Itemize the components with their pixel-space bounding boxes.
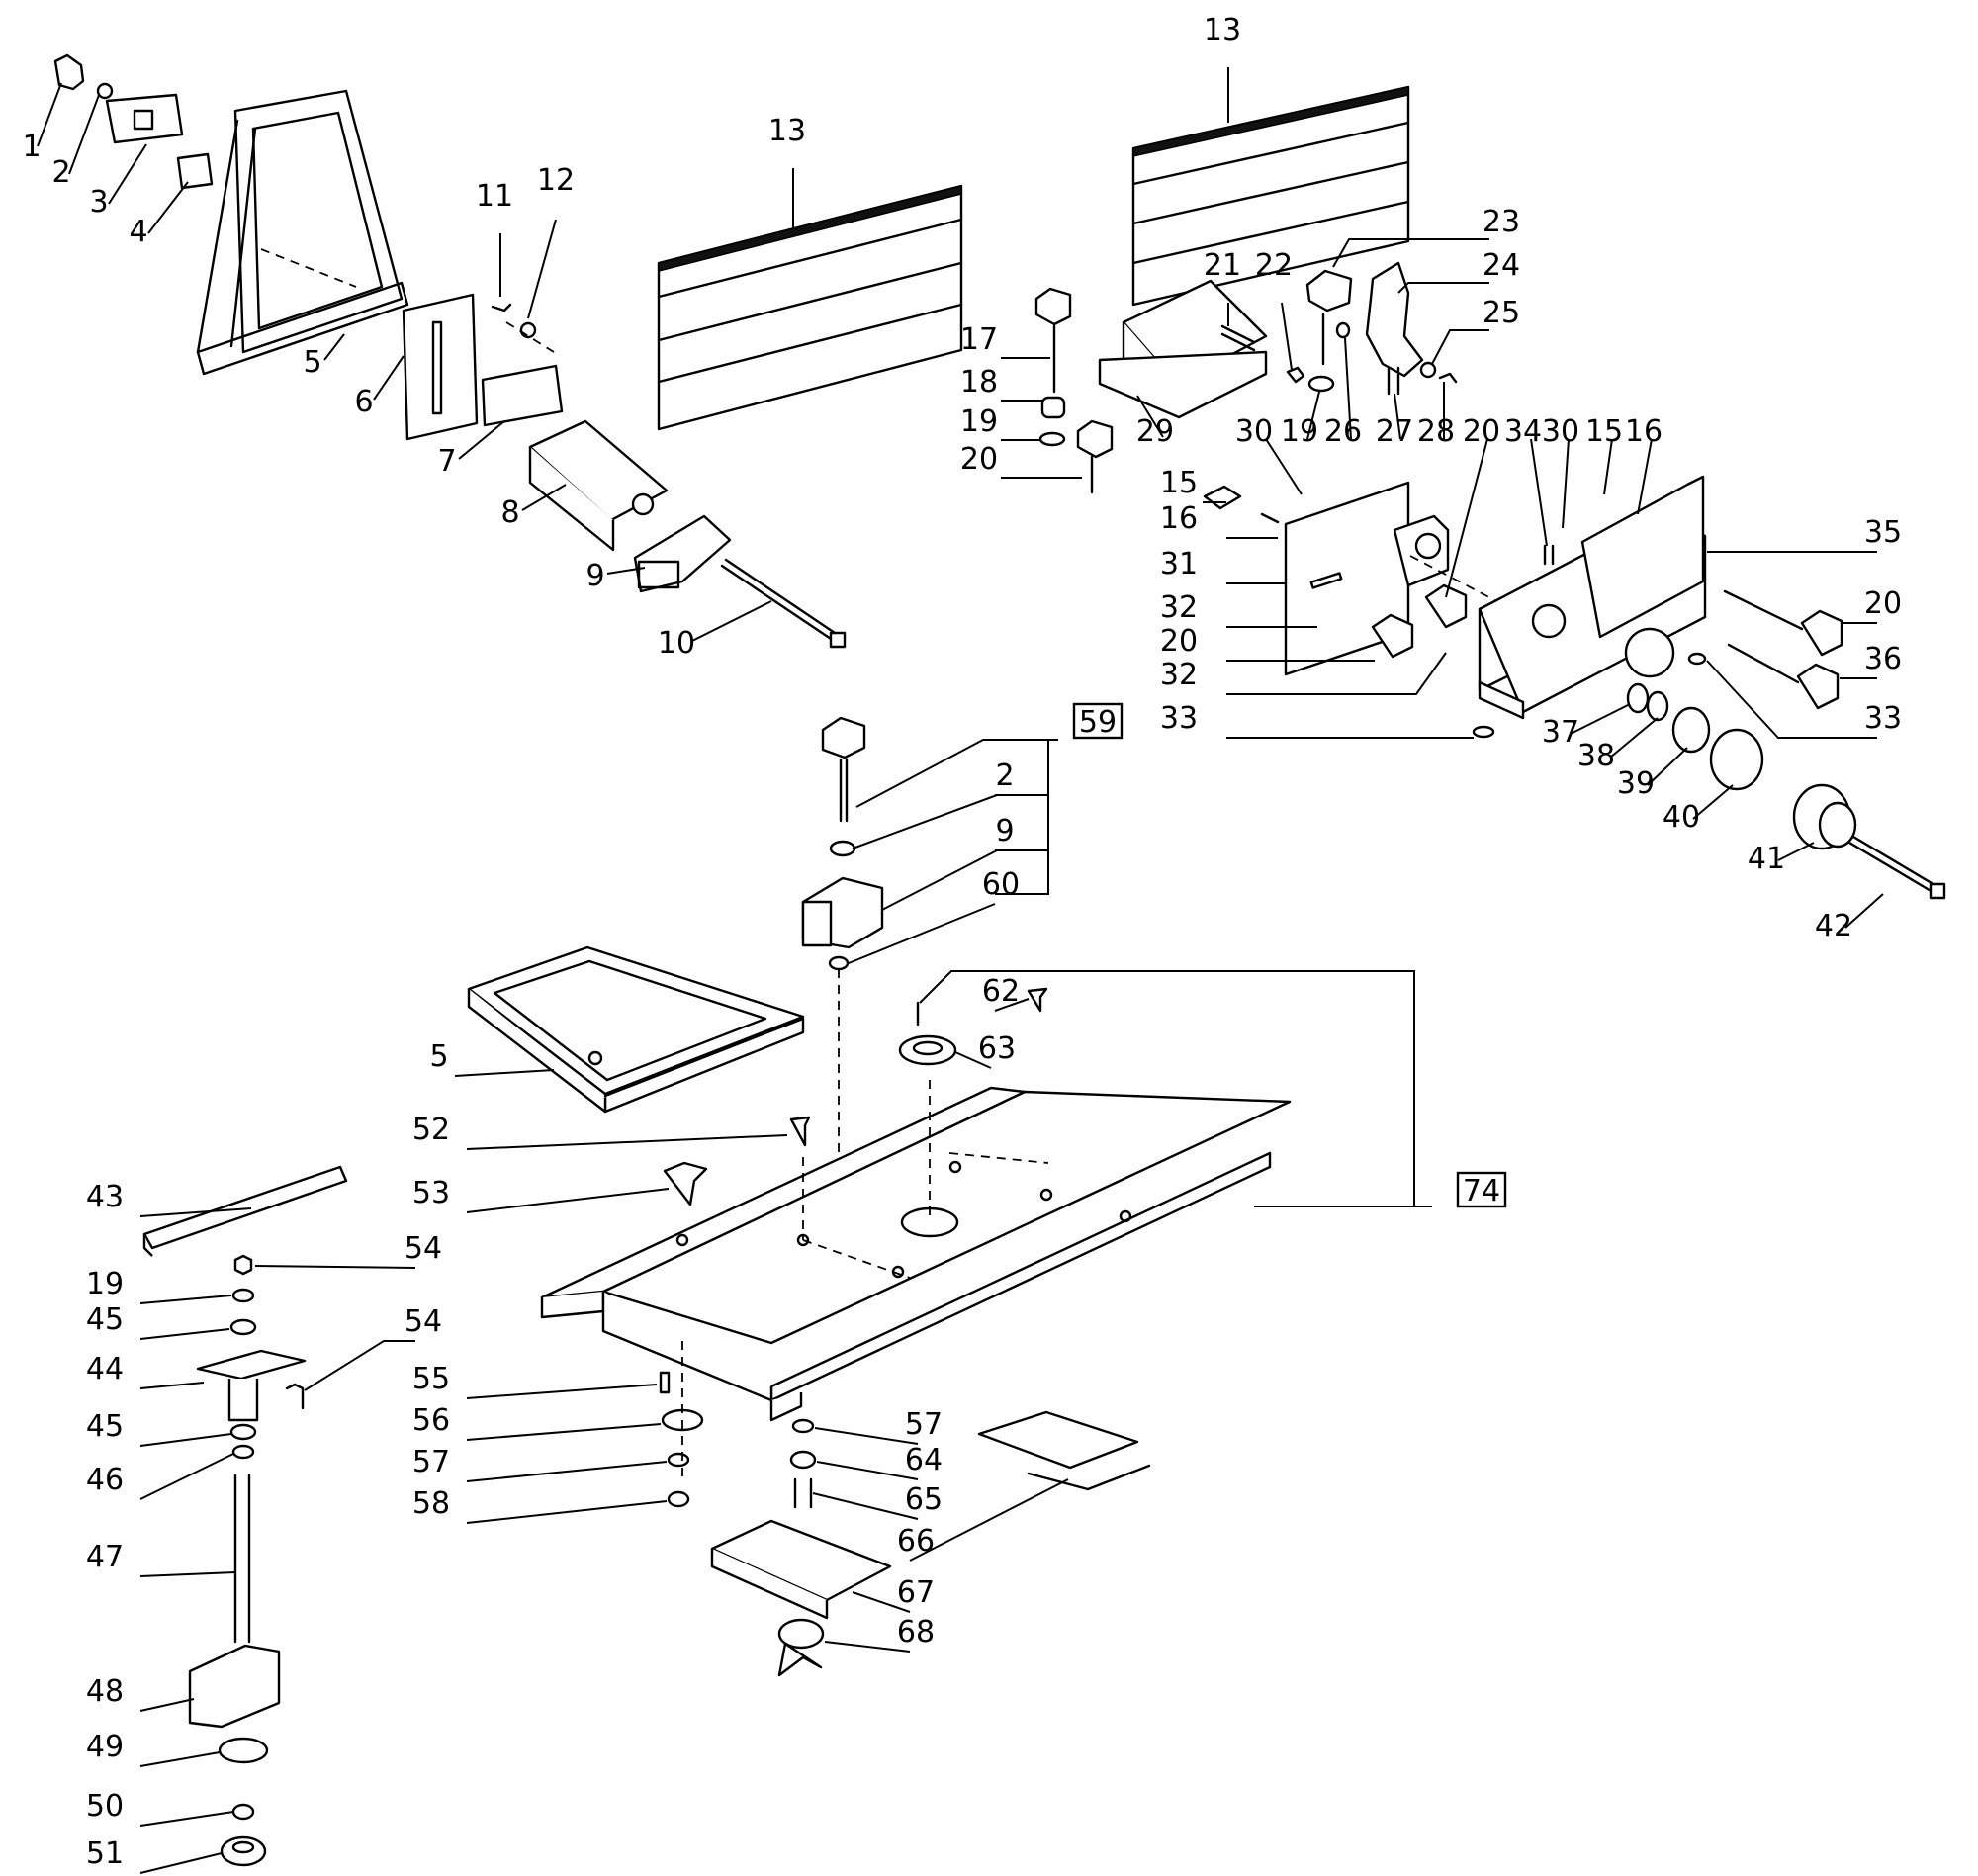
part-label-66: 66	[897, 1524, 935, 1559]
part-label-32: 32	[1160, 590, 1198, 625]
part-label-5: 5	[303, 345, 321, 380]
part-label-49: 49	[86, 1730, 124, 1764]
part-label-20: 20	[1160, 624, 1198, 659]
part-label-20: 20	[1463, 414, 1500, 449]
part-label-22: 22	[1255, 248, 1293, 283]
table-plate-74	[540, 987, 1292, 1677]
part-label-68: 68	[897, 1615, 935, 1650]
part-label-13: 13	[768, 114, 806, 148]
assembly-group-labels: 59 74	[1072, 702, 1507, 1208]
group-label-59: 59	[1079, 705, 1117, 740]
part-label-40: 40	[1663, 800, 1700, 835]
part-label-51: 51	[86, 1836, 124, 1871]
part-label-54: 54	[405, 1231, 442, 1266]
part-label-2: 2	[51, 155, 70, 190]
part-label-39: 39	[1617, 766, 1655, 801]
part-label-67: 67	[897, 1575, 935, 1610]
part-label-20: 20	[1864, 586, 1902, 621]
leader-lines	[37, 67, 1884, 1874]
part-label-30: 30	[1542, 414, 1579, 449]
part-label-57: 57	[412, 1445, 450, 1479]
part-label-13: 13	[1204, 13, 1241, 47]
part-label-16: 16	[1625, 414, 1663, 449]
angle-fence-plate	[467, 945, 805, 1114]
part-label-11: 11	[476, 179, 513, 214]
part-label-27: 27	[1376, 414, 1413, 449]
part-label-5: 5	[429, 1039, 448, 1074]
part-label-7: 7	[437, 444, 456, 479]
part-label-15: 15	[1160, 466, 1198, 500]
part-label-21: 21	[1204, 248, 1241, 283]
part-label-47: 47	[86, 1540, 124, 1574]
fence-hardware	[1034, 261, 1946, 900]
part-label-37: 37	[1542, 715, 1579, 750]
part-label-42: 42	[1815, 909, 1852, 943]
part-label-19: 19	[1281, 414, 1318, 449]
part-label-19: 19	[86, 1267, 124, 1301]
part-label-55: 55	[412, 1362, 450, 1396]
part-label-33: 33	[1864, 701, 1902, 736]
part-label-23: 23	[1483, 205, 1520, 239]
part-label-6: 6	[354, 385, 373, 419]
part-label-9: 9	[585, 559, 604, 593]
part-label-32: 32	[1160, 658, 1198, 692]
clamp-group-59	[801, 716, 884, 1191]
part-label-62: 62	[982, 974, 1020, 1009]
tilt-bracket-assembly	[53, 53, 847, 649]
part-label-48: 48	[86, 1674, 124, 1709]
hold-down-column	[142, 1165, 348, 1867]
group-box-74	[1456, 1171, 1507, 1208]
part-label-17: 17	[960, 322, 998, 357]
part-label-3: 3	[89, 185, 108, 220]
part-label-58: 58	[412, 1486, 450, 1521]
fence-extrusion-right	[1131, 85, 1410, 307]
part-label-50: 50	[86, 1789, 124, 1824]
part-label-24: 24	[1483, 248, 1520, 283]
part-label-25: 25	[1483, 296, 1520, 330]
part-label-1: 1	[22, 130, 41, 164]
part-label-26: 26	[1324, 414, 1362, 449]
part-label-33: 33	[1160, 701, 1198, 736]
part-label-28: 28	[1417, 414, 1455, 449]
group-label-74: 74	[1463, 1174, 1500, 1208]
part-label-44: 44	[86, 1352, 124, 1386]
part-label-56: 56	[412, 1403, 450, 1438]
part-label-57: 57	[905, 1407, 943, 1442]
part-label-29: 29	[1136, 414, 1174, 449]
part-label-52: 52	[412, 1113, 450, 1147]
part-label-38: 38	[1577, 739, 1615, 773]
part-label-46: 46	[86, 1463, 124, 1497]
part-label-12: 12	[537, 163, 575, 198]
part-label-2: 2	[995, 759, 1014, 793]
part-label-34: 34	[1504, 414, 1542, 449]
part-label-45: 45	[86, 1302, 124, 1337]
part-label-10: 10	[658, 626, 695, 661]
part-label-18: 18	[960, 365, 998, 400]
part-label-35: 35	[1864, 515, 1902, 550]
part-label-36: 36	[1864, 642, 1902, 676]
part-label-15: 15	[1585, 414, 1623, 449]
part-label-64: 64	[905, 1443, 943, 1477]
part-label-63: 63	[978, 1031, 1016, 1066]
part-label-19: 19	[960, 404, 998, 439]
part-label-16: 16	[1160, 501, 1198, 536]
part-label-8: 8	[500, 495, 519, 530]
part-label-20: 20	[960, 442, 998, 477]
part-label-43: 43	[86, 1180, 124, 1214]
part-label-53: 53	[412, 1176, 450, 1210]
part-label-9: 9	[995, 814, 1014, 849]
part-label-65: 65	[905, 1482, 943, 1517]
part-label-60: 60	[982, 867, 1020, 902]
part-label-30: 30	[1235, 414, 1273, 449]
fence-extrusion-left	[657, 184, 963, 431]
part-label-31: 31	[1160, 547, 1198, 581]
part-label-54: 54	[405, 1304, 442, 1339]
group-box-59	[1072, 702, 1124, 740]
part-label-41: 41	[1748, 842, 1785, 876]
part-label-4: 4	[129, 215, 147, 249]
part-label-45: 45	[86, 1409, 124, 1444]
